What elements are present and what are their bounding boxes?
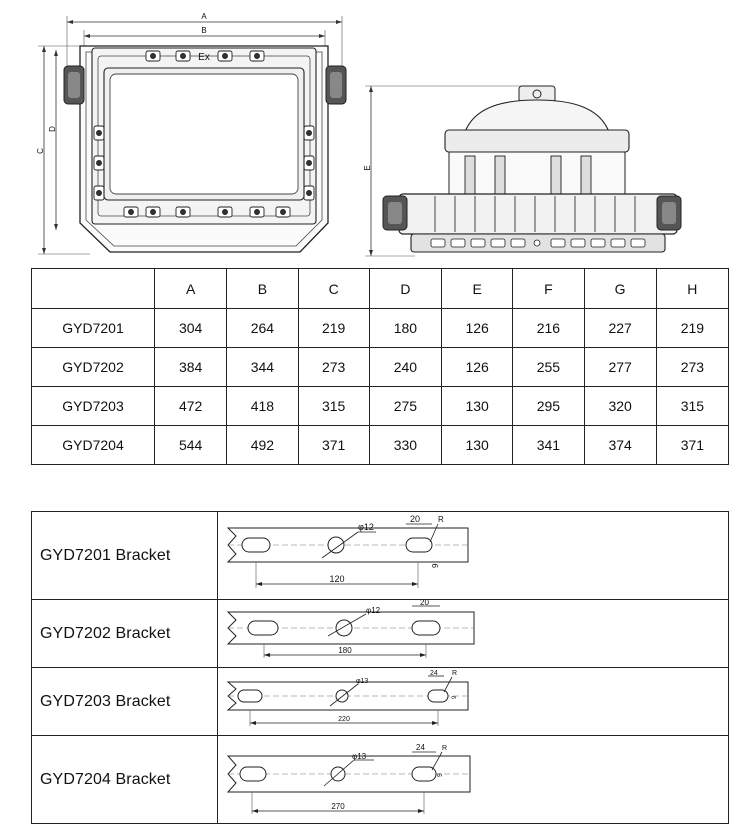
radius-label: R bbox=[442, 745, 447, 752]
radius-label: R bbox=[438, 515, 444, 524]
value-cell: 544 bbox=[154, 425, 228, 465]
value-cell: 295 bbox=[512, 386, 585, 426]
bracket-drawing: φ13 24 R 9 270 bbox=[226, 743, 471, 814]
slot-height-label: 9 bbox=[437, 773, 444, 777]
bracket-drawing-cell: φ13 24 R 9 220 bbox=[217, 667, 729, 736]
bracket-drawing: φ12 20 R 9 120 bbox=[226, 514, 469, 588]
slot-height-label: 9 bbox=[431, 563, 440, 568]
slot-height-label: 9 bbox=[452, 695, 458, 699]
value-cell: 277 bbox=[583, 347, 657, 387]
dimension-spec-table: A B C D E F G H GYD7201 304 264 219 180 … bbox=[30, 268, 730, 465]
bracket-drawing: φ12 20 180 bbox=[226, 598, 475, 658]
value-cell: 126 bbox=[440, 347, 514, 387]
bracket-drawing: φ13 24 R 9 220 bbox=[226, 670, 469, 726]
dimension-label-d: D bbox=[48, 126, 57, 132]
side-view-drawing: E bbox=[363, 85, 682, 257]
dimension-label-e: E bbox=[363, 165, 372, 170]
value-cell: 315 bbox=[297, 386, 370, 426]
end-offset-label: 24 bbox=[430, 670, 438, 677]
model-cell: GYD7203 bbox=[30, 386, 156, 426]
bracket-row: GYD7203 Bracket φ13 24 R 9 220 bbox=[31, 667, 729, 736]
hole-diameter-label: φ13 bbox=[352, 752, 367, 761]
value-cell: 130 bbox=[440, 425, 514, 465]
hole-diameter-label: φ13 bbox=[356, 678, 368, 685]
model-cell: GYD7202 bbox=[30, 347, 156, 387]
bracket-drawing-cell: φ13 24 R 9 270 bbox=[217, 735, 729, 824]
ex-marking: Ex bbox=[198, 52, 210, 63]
span-label: 180 bbox=[338, 646, 352, 655]
header-cell-g: G bbox=[583, 268, 657, 309]
bracket-drawing-cell: φ12 20 R 9 120 bbox=[217, 511, 729, 600]
value-cell: 472 bbox=[154, 386, 228, 426]
value-cell: 275 bbox=[368, 386, 443, 426]
bracket-label: GYD7204 Bracket bbox=[31, 735, 218, 824]
table-row: GYD7202 384 344 273 240 126 255 277 273 bbox=[30, 347, 730, 387]
value-cell: 371 bbox=[297, 425, 370, 465]
header-cell-a: A bbox=[154, 268, 228, 309]
value-cell: 418 bbox=[226, 386, 299, 426]
value-cell: 304 bbox=[154, 308, 228, 348]
span-label: 270 bbox=[331, 802, 345, 811]
header-cell-d: D bbox=[368, 268, 443, 309]
value-cell: 273 bbox=[655, 347, 730, 387]
value-cell: 273 bbox=[297, 347, 370, 387]
value-cell: 219 bbox=[655, 308, 730, 348]
span-label: 120 bbox=[329, 574, 344, 584]
value-cell: 384 bbox=[154, 347, 228, 387]
bracket-label: GYD7203 Bracket bbox=[31, 667, 218, 736]
hole-diameter-label: φ12 bbox=[358, 522, 374, 532]
value-cell: 255 bbox=[512, 347, 585, 387]
value-cell: 227 bbox=[583, 308, 657, 348]
value-cell: 330 bbox=[368, 425, 443, 465]
front-view-drawing: A B C D Ex bbox=[36, 12, 347, 255]
end-offset-label: 20 bbox=[420, 600, 429, 607]
bracket-label: GYD7201 Bracket bbox=[31, 511, 218, 600]
hole-diameter-label: φ12 bbox=[366, 606, 381, 615]
span-label: 220 bbox=[338, 716, 350, 723]
model-cell: GYD7204 bbox=[30, 425, 156, 465]
spec-table-header-row: A B C D E F G H bbox=[30, 268, 730, 309]
value-cell: 344 bbox=[226, 347, 299, 387]
bracket-label: GYD7202 Bracket bbox=[31, 599, 218, 668]
header-cell-c: C bbox=[297, 268, 370, 309]
model-cell: GYD7201 bbox=[30, 308, 156, 348]
value-cell: 126 bbox=[440, 308, 514, 348]
value-cell: 216 bbox=[512, 308, 585, 348]
value-cell: 341 bbox=[512, 425, 585, 465]
value-cell: 130 bbox=[440, 386, 514, 426]
header-cell-e: E bbox=[440, 268, 514, 309]
dimension-label-a: A bbox=[201, 12, 207, 21]
bracket-row: GYD7201 Bracket φ12 20 R 9 120 bbox=[31, 511, 729, 600]
value-cell: 320 bbox=[583, 386, 657, 426]
value-cell: 315 bbox=[655, 386, 730, 426]
bracket-table: GYD7201 Bracket φ12 20 R 9 120 bbox=[31, 511, 729, 824]
radius-label: R bbox=[452, 670, 457, 677]
end-offset-label: 20 bbox=[410, 514, 420, 524]
value-cell: 219 bbox=[297, 308, 370, 348]
end-offset-label: 24 bbox=[416, 743, 425, 752]
header-cell-b: B bbox=[226, 268, 299, 309]
value-cell: 264 bbox=[226, 308, 299, 348]
value-cell: 492 bbox=[226, 425, 299, 465]
value-cell: 180 bbox=[368, 308, 443, 348]
dimension-label-b: B bbox=[201, 26, 206, 35]
table-row: GYD7201 304 264 219 180 126 216 227 219 bbox=[30, 308, 730, 348]
value-cell: 374 bbox=[583, 425, 657, 465]
table-row: GYD7204 544 492 371 330 130 341 374 371 bbox=[30, 425, 730, 465]
header-cell-h: H bbox=[655, 268, 730, 309]
bracket-drawing-cell: φ12 20 180 bbox=[217, 598, 729, 668]
value-cell: 371 bbox=[655, 425, 730, 465]
value-cell: 240 bbox=[368, 347, 443, 387]
bracket-row: GYD7204 Bracket φ13 24 R 9 270 bbox=[31, 735, 729, 824]
bracket-row: GYD7202 Bracket φ12 20 180 bbox=[31, 598, 729, 668]
header-cell-model bbox=[30, 268, 156, 309]
header-cell-f: F bbox=[512, 268, 585, 309]
dimension-label-c: C bbox=[36, 148, 45, 154]
table-row: GYD7203 472 418 315 275 130 295 320 315 bbox=[30, 386, 730, 426]
